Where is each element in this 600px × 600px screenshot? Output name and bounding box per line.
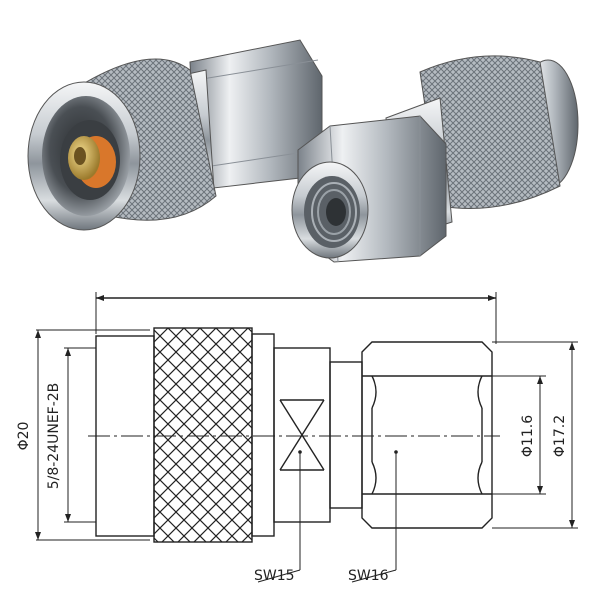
label-inner-diameter: Φ11.6 xyxy=(520,415,536,457)
label-thread-spec: 5/8-24UNEF-2B xyxy=(46,383,62,490)
label-hex-diameter: Φ17.2 xyxy=(552,415,568,457)
knurled-nut-right xyxy=(419,55,561,209)
knurled-nut xyxy=(153,327,253,543)
label-wrench-size-1: SW15 xyxy=(254,568,295,584)
photo-connector-right xyxy=(291,55,579,263)
technical-drawing xyxy=(35,292,578,583)
hex-sw16 xyxy=(361,341,493,529)
label-outer-diameter: Φ20 xyxy=(16,422,32,451)
label-wrench-size-2: SW16 xyxy=(348,568,389,584)
photo-connector-left xyxy=(27,39,323,231)
